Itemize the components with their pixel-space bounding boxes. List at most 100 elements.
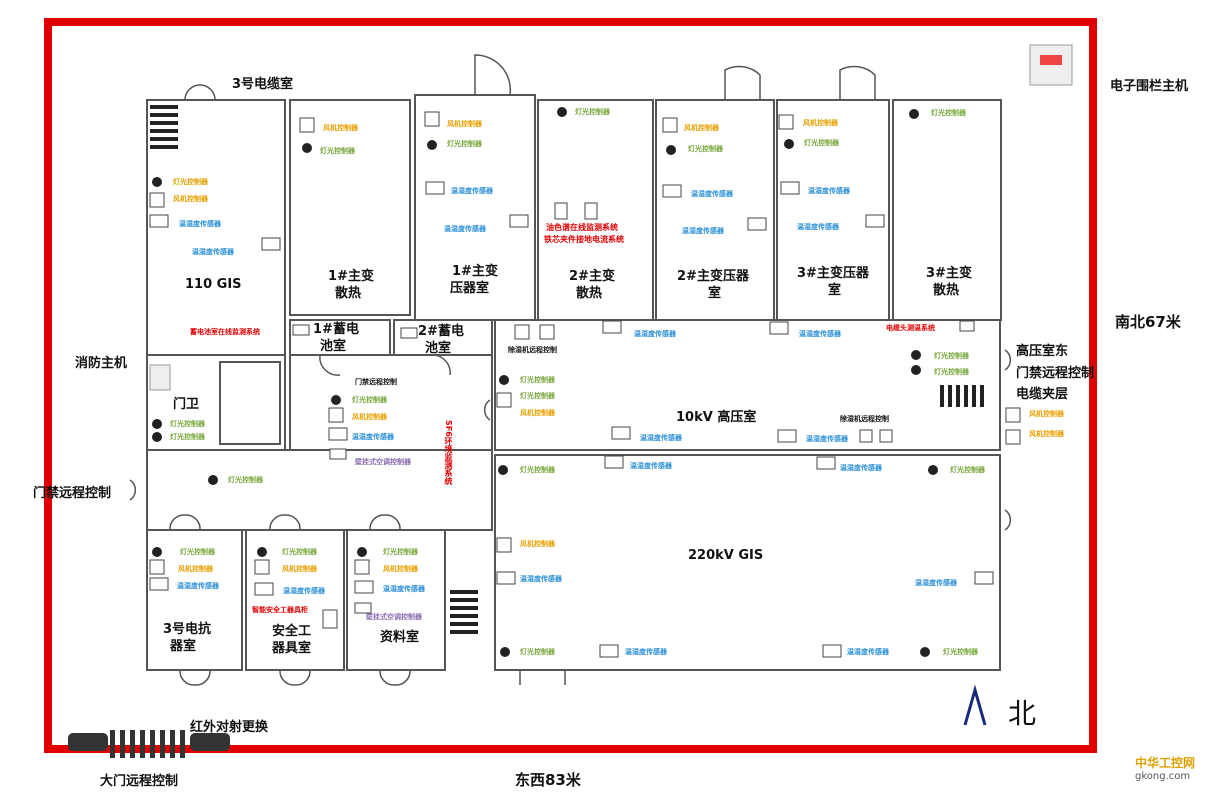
light-label: 灯光控制器 (447, 140, 482, 148)
room-t3-heat-2: 散热 (933, 283, 960, 298)
fan-label: 风机控制器 (282, 565, 317, 573)
dehumid-label: 除湿机远程控制 (508, 346, 557, 354)
room-bat1-2: 池室 (320, 339, 347, 354)
sensor-label: 温湿度传感器 (352, 433, 394, 441)
perimeter-fence (44, 18, 1097, 753)
fire-host-label: 消防主机 (75, 356, 128, 371)
north-south-dimension: 南北67米 (1115, 313, 1181, 331)
fan-label: 风机控制器 (684, 124, 719, 132)
sensor-label: 温湿度传感器 (283, 587, 325, 595)
light-label: 灯光控制器 (352, 396, 387, 404)
sensor-label: 温湿度传感器 (451, 187, 493, 195)
light-label: 灯光控制器 (170, 420, 205, 428)
sensor-label: 温湿度传感器 (634, 330, 676, 338)
fan-label: 风机控制器 (447, 120, 482, 128)
room-t2-heat-1: 2#主变 (569, 269, 615, 284)
north-label: 北 (1008, 697, 1037, 730)
fire-host-icon (149, 364, 171, 391)
infrared-label: 红外对射更换 (190, 720, 269, 735)
fan-label: 风机控制器 (803, 119, 838, 127)
electronic-fence-host-label: 电子围栏主机 (1110, 79, 1189, 94)
watermark-cn: 中华工控网 (1135, 756, 1196, 770)
light-label: 灯光控制器 (320, 147, 355, 155)
light-label: 灯光控制器 (228, 476, 263, 484)
fan-label: 风机控制器 (178, 565, 213, 573)
cable-temp-label: 电缆头测温系统 (886, 324, 935, 332)
fan-label: 风机控制器 (323, 124, 358, 132)
room-t2-1: 2#主变压器 (677, 269, 749, 284)
room-archive: 资料室 (380, 630, 420, 645)
sensor-label: 温湿度传感器 (625, 648, 667, 656)
sensor-label: 温湿度传感器 (799, 330, 841, 338)
room-gis110: 110 GIS (185, 277, 242, 292)
light-label: 灯光控制器 (180, 548, 215, 556)
cable-mezzanine-label: 电缆夹层 (1016, 387, 1069, 402)
light-label: 灯光控制器 (282, 548, 317, 556)
watermark-en: gkong.com (1135, 771, 1191, 782)
light-label: 灯光控制器 (804, 139, 839, 147)
room-gis220: 220kV GIS (688, 548, 764, 563)
light-label: 灯光控制器 (520, 376, 555, 384)
sensor-label: 温湿度传感器 (640, 434, 682, 442)
sensor-label: 温湿度传感器 (691, 190, 733, 198)
main-gate-label: 大门远程控制 (100, 774, 179, 789)
room-cable3: 3号电缆室 (232, 77, 294, 92)
grounding-label-2: 铁芯夹件接地电流系统 (544, 235, 624, 244)
light-label: 灯光控制器 (931, 109, 966, 117)
sensor-label: 温湿度传感器 (444, 225, 486, 233)
sensor-label: 温湿度传感器 (840, 464, 882, 472)
light-label: 灯光控制器 (934, 368, 969, 376)
gate-control-label: 门禁远程控制 (355, 378, 397, 386)
sf6-label: SF6环境监测系统 (444, 420, 453, 485)
fan-label: 风机控制器 (1029, 410, 1064, 418)
room-reactor3-2: 器室 (170, 639, 197, 654)
room-guard: 门卫 (173, 397, 200, 412)
north-arrow-icon (963, 684, 987, 726)
sensor-label: 温湿度传感器 (192, 248, 234, 256)
room-bat1-1: 1#蓄电 (313, 322, 359, 337)
room-t1-heat-1: 1#主变 (328, 269, 374, 284)
room-safety-1: 安全工 (272, 624, 312, 639)
sensor-label: 温湿度传感器 (682, 227, 724, 235)
fan-label: 风机控制器 (352, 413, 387, 421)
east-west-dimension: 东西83米 (515, 771, 581, 789)
sensor-label: 温湿度传感器 (915, 579, 957, 587)
fan-label: 风机控制器 (1029, 430, 1064, 438)
light-label: 灯光控制器 (950, 466, 985, 474)
grounding-label-1: 油色谱在线监测系统 (546, 223, 618, 232)
light-bulb-icons (152, 107, 938, 657)
fan-label: 风机控制器 (383, 565, 418, 573)
dehumid-label: 除湿机远程控制 (840, 415, 889, 423)
room-t3-heat-1: 3#主变 (926, 266, 972, 281)
light-label: 灯光控制器 (520, 392, 555, 400)
main-gate-icon (68, 730, 230, 758)
sensor-label: 温湿度传感器 (847, 648, 889, 656)
fan-label: 风机控制器 (520, 540, 555, 548)
light-label: 灯光控制器 (383, 548, 418, 556)
sensor-label: 温湿度传感器 (520, 575, 562, 583)
light-label: 灯光控制器 (575, 108, 610, 116)
fan-label: 风机控制器 (173, 195, 208, 203)
smart-tools-label: 智能安全工器具柜 (252, 606, 308, 614)
gate-left-label: 门禁远程控制 (33, 486, 112, 501)
light-label: 灯光控制器 (943, 648, 978, 656)
ac-label: 壁挂式空调控制器 (355, 458, 411, 466)
light-label: 灯光控制器 (688, 145, 723, 153)
gate-right-label: 门禁远程控制 (1016, 366, 1095, 381)
room-bat2-2: 池室 (425, 341, 452, 356)
room-t3-2: 室 (828, 283, 842, 298)
sensor-label: 温湿度传感器 (808, 187, 850, 195)
sensor-label: 温湿度传感器 (806, 435, 848, 443)
sensor-label: 温湿度传感器 (383, 585, 425, 593)
room-safety-2: 器具室 (272, 641, 312, 656)
ac-label: 壁挂式空调控制器 (366, 613, 422, 621)
room-t1-1: 1#主变 (452, 264, 498, 279)
room-t2-2: 室 (708, 286, 722, 301)
sensor-label: 温湿度传感器 (797, 223, 839, 231)
device-icons (149, 111, 1021, 658)
room-hv10: 10kV 高压室 (676, 410, 757, 425)
fan-label: 风机控制器 (520, 409, 555, 417)
battery-monitor-label: 蓄电池室在线监测系统 (190, 328, 260, 336)
light-label: 灯光控制器 (170, 433, 205, 441)
